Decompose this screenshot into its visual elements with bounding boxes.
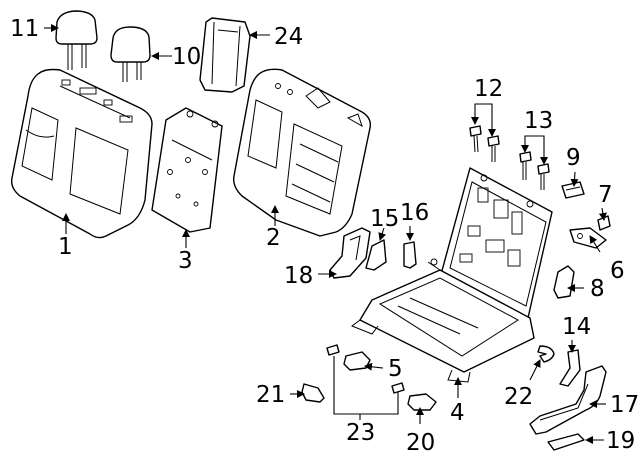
part-2-seat-back bbox=[232, 68, 372, 237]
part-21-bracket bbox=[301, 383, 325, 403]
callout-17: 17 bbox=[610, 392, 639, 418]
callout-8: 8 bbox=[590, 276, 605, 302]
callout-1: 1 bbox=[58, 234, 73, 260]
callout-2: 2 bbox=[266, 225, 281, 251]
callout-9: 9 bbox=[566, 145, 581, 171]
part-19-cover-strip bbox=[547, 433, 585, 451]
callout-10: 10 bbox=[172, 44, 201, 70]
part-22-clip bbox=[537, 345, 555, 363]
part-20-bracket bbox=[407, 393, 437, 411]
callout-13: 13 bbox=[524, 108, 553, 134]
part-8-cover bbox=[553, 265, 575, 299]
callout-20: 20 bbox=[406, 430, 435, 456]
part-14-bracket bbox=[559, 349, 581, 387]
callout-5: 5 bbox=[388, 356, 403, 382]
callout-6: 6 bbox=[610, 258, 625, 284]
part-3-back-panel bbox=[151, 107, 223, 233]
callout-4: 4 bbox=[450, 400, 465, 426]
leader-lines bbox=[44, 24, 607, 444]
part-6-bracket bbox=[569, 227, 607, 249]
part-4-seat-frame bbox=[350, 167, 553, 383]
callout-12: 12 bbox=[474, 76, 503, 102]
callout-14: 14 bbox=[562, 314, 591, 340]
part-10-headrest bbox=[110, 26, 151, 82]
callout-19: 19 bbox=[606, 428, 635, 454]
callout-7: 7 bbox=[598, 182, 613, 208]
callout-24: 24 bbox=[274, 24, 303, 50]
part-18-side-panel bbox=[329, 227, 371, 279]
part-13-bolts bbox=[519, 151, 550, 190]
part-1-seat-back bbox=[10, 68, 153, 239]
callout-21: 21 bbox=[256, 382, 285, 408]
part-24-armrest bbox=[199, 17, 251, 93]
part-5-bracket bbox=[343, 351, 371, 371]
callout-3: 3 bbox=[178, 248, 193, 274]
callout-11: 11 bbox=[10, 16, 39, 42]
callout-22: 22 bbox=[504, 384, 533, 410]
callout-15: 15 bbox=[370, 206, 399, 232]
part-23-clips bbox=[326, 344, 405, 394]
callout-16: 16 bbox=[400, 200, 429, 226]
part-16-clip bbox=[403, 241, 417, 269]
callout-23: 23 bbox=[346, 420, 375, 446]
callout-18: 18 bbox=[284, 263, 313, 289]
part-15-hinge-cover bbox=[365, 239, 387, 271]
callout-numbers: 1 2 3 4 5 6 7 8 9 10 11 12 13 14 15 16 1… bbox=[10, 16, 639, 456]
part-12-bolts bbox=[469, 125, 500, 162]
part-11-headrest bbox=[55, 10, 98, 70]
part-9-bracket bbox=[561, 181, 585, 199]
